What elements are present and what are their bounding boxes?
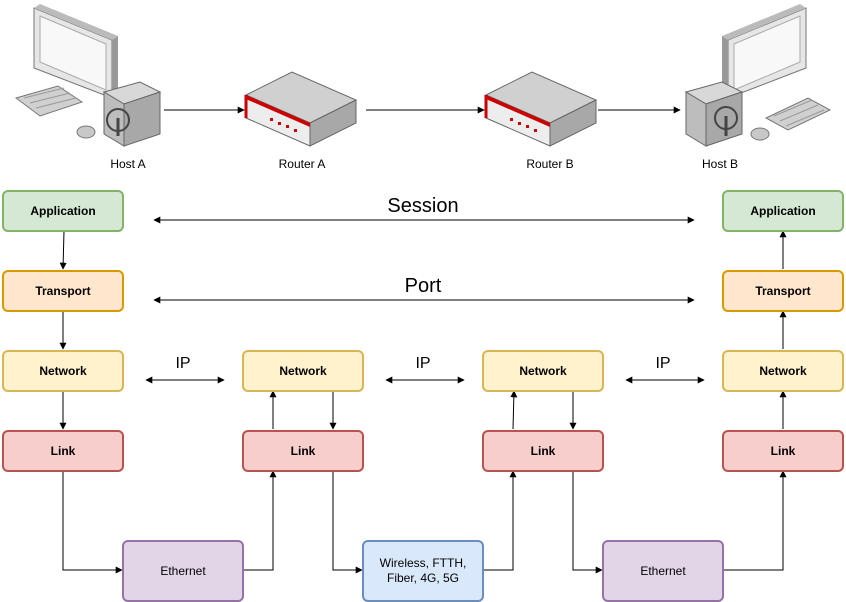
host-a-label: Host A bbox=[110, 157, 146, 171]
host-b-link-layer: Link bbox=[722, 430, 844, 472]
host-a-link-to-ethernet-arrow bbox=[62, 471, 123, 574]
host-b-network-layer: Network bbox=[722, 350, 844, 392]
host-b-application-layer: Application bbox=[722, 190, 844, 232]
router-b-link-to-ethernet-arrow bbox=[572, 471, 603, 574]
ethernet-to-host-b-link-arrow bbox=[724, 470, 787, 571]
router-a-link-to-wireless-arrow bbox=[332, 471, 363, 574]
router-b-network-layer: Network bbox=[482, 350, 604, 392]
host-b-computer-icon bbox=[684, 4, 832, 147]
ethernet-to-router-a-link-arrow bbox=[244, 470, 277, 571]
router-b-label: Router B bbox=[526, 157, 574, 171]
router-a-label: Router A bbox=[278, 157, 326, 171]
router-b-link-to-network-arrow bbox=[510, 390, 518, 430]
host-b-transport-layer: Transport bbox=[722, 270, 844, 312]
ip-label-3: IP bbox=[655, 355, 671, 372]
ethernet-medium-1: Ethernet bbox=[122, 540, 244, 602]
host-a-application-layer: Application bbox=[2, 190, 124, 232]
host-a-app-to-transport-arrow bbox=[59, 230, 67, 270]
router-a-icon bbox=[244, 71, 358, 147]
host-b-label: Host B bbox=[701, 157, 738, 171]
ip-label-2: IP bbox=[415, 355, 431, 372]
ip-label-1: IP bbox=[175, 355, 191, 372]
wireless-to-router-b-link-arrow bbox=[484, 470, 517, 571]
wireless-medium: Wireless, FTTH, Fiber, 4G, 5G bbox=[362, 540, 484, 602]
host-a-link-layer: Link bbox=[2, 430, 124, 472]
router-a-network-layer: Network bbox=[242, 350, 364, 392]
host-a-network-layer: Network bbox=[2, 350, 124, 392]
port-label: Port bbox=[404, 275, 442, 297]
router-a-link-layer: Link bbox=[242, 430, 364, 472]
ethernet-medium-2: Ethernet bbox=[602, 540, 724, 602]
host-a-transport-layer: Transport bbox=[2, 270, 124, 312]
host-a-computer-icon bbox=[14, 4, 162, 147]
router-b-link-layer: Link bbox=[482, 430, 604, 472]
session-label: Session bbox=[387, 195, 459, 217]
router-b-icon bbox=[484, 71, 598, 147]
